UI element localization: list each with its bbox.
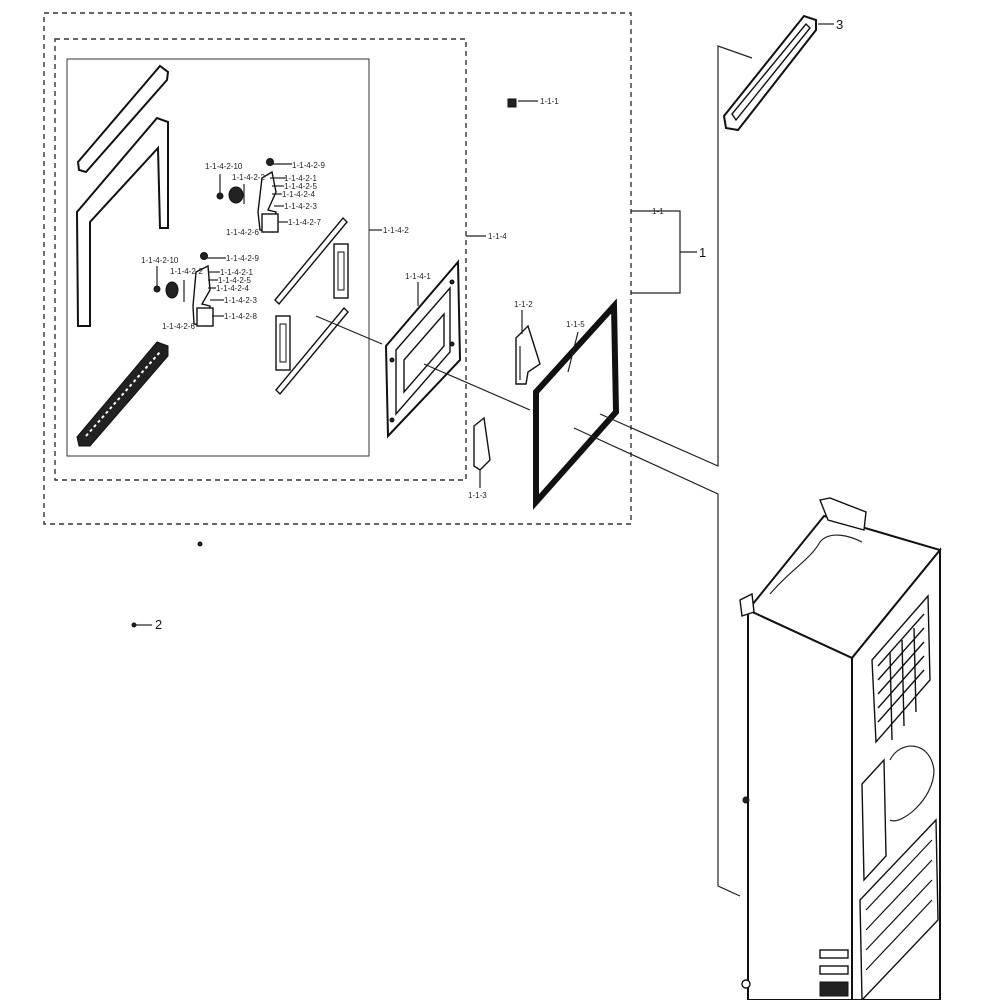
door-frame-panel [75,116,169,327]
label-1-1-4-2-9-lower: 1-1-4-2-9 [226,254,259,263]
condenser-grid [877,613,925,741]
label-1-1-4-2-4-lower: 1-1-4-2-4 [216,284,249,293]
label-1-1-4-2-10-lower: 1-1-4-2-10 [141,256,179,265]
hinge-bracket-1-1-2 [515,324,541,385]
label-1-1-1: 1-1-1 [540,97,559,106]
label-1-1-4-2-6-upper: 1-1-4-2-6 [226,228,259,237]
top-trim-cap [76,64,170,174]
label-1-1-4-2-4-upper: 1-1-4-2-4 [282,190,315,199]
label-1-1-4-2-8-lower: 1-1-4-2-8 [224,312,257,321]
door-gasket [533,298,620,510]
lower-handle-bar-holes [85,351,161,437]
label-1-1-4-2-7-upper: 1-1-4-2-7 [288,218,321,227]
bracket-long-upper [274,216,348,306]
label-1-1-4-2-5-lower: 1-1-4-2-5 [218,276,251,285]
top-hinge-cover [722,14,817,132]
label-1-1-4-2-1-lower: 1-1-4-2-1 [220,268,253,277]
label-1-1-4-1: 1-1-4-1 [405,272,431,281]
label-1-1-4-2: 1-1-4-2 [383,226,409,235]
label-1-1-4-2-3-lower: 1-1-4-2-3 [224,296,257,305]
label-3: 3 [836,17,843,32]
label-1-1-4-2-3-upper: 1-1-4-2-3 [284,202,317,211]
label-1-1-4-2-1-upper: 1-1-4-2-1 [284,174,317,183]
assembly-box-1-1-4-2 [66,58,370,457]
label-1-1-2: 1-1-2 [514,300,533,309]
label-1-1-4-2-5-upper: 1-1-4-2-5 [284,182,317,191]
label-1: 1 [699,245,706,260]
label-1-1-4: 1-1-4 [488,232,507,241]
label-1-1-4-2-2-upper: 1-1-4-2-2 [232,173,265,182]
bracket-plate-lower-slot [279,323,287,363]
part-dot [197,541,203,547]
label-1-1-3: 1-1-3 [468,491,487,500]
bracket-plate-upper-slot [337,251,345,291]
label-1-1-4-2-2-lower: 1-1-4-2-2 [170,267,203,276]
label-1-1: 1-1 [652,207,664,216]
hinge-set-upper [216,158,279,233]
part-1-1-1 [507,98,517,108]
label-1-1-4-2-10-upper: 1-1-4-2-10 [205,162,243,171]
leader-lines [136,23,834,897]
label-1-1-4-2-9-upper: 1-1-4-2-9 [292,161,325,170]
hinge-bracket-1-1-3 [473,416,491,471]
label-1-1-5: 1-1-5 [566,320,585,329]
label-1-1-4-2-6-lower: 1-1-4-2-6 [162,322,195,331]
assembly-box-1-1-4 [54,38,467,481]
bracket-long-lower [275,306,349,396]
hinge-set-lower [153,252,214,327]
part-2-dot [131,622,137,628]
label-2: 2 [155,617,162,632]
door-inner-panel [384,259,462,439]
refrigerator-cabinet [739,497,942,1000]
